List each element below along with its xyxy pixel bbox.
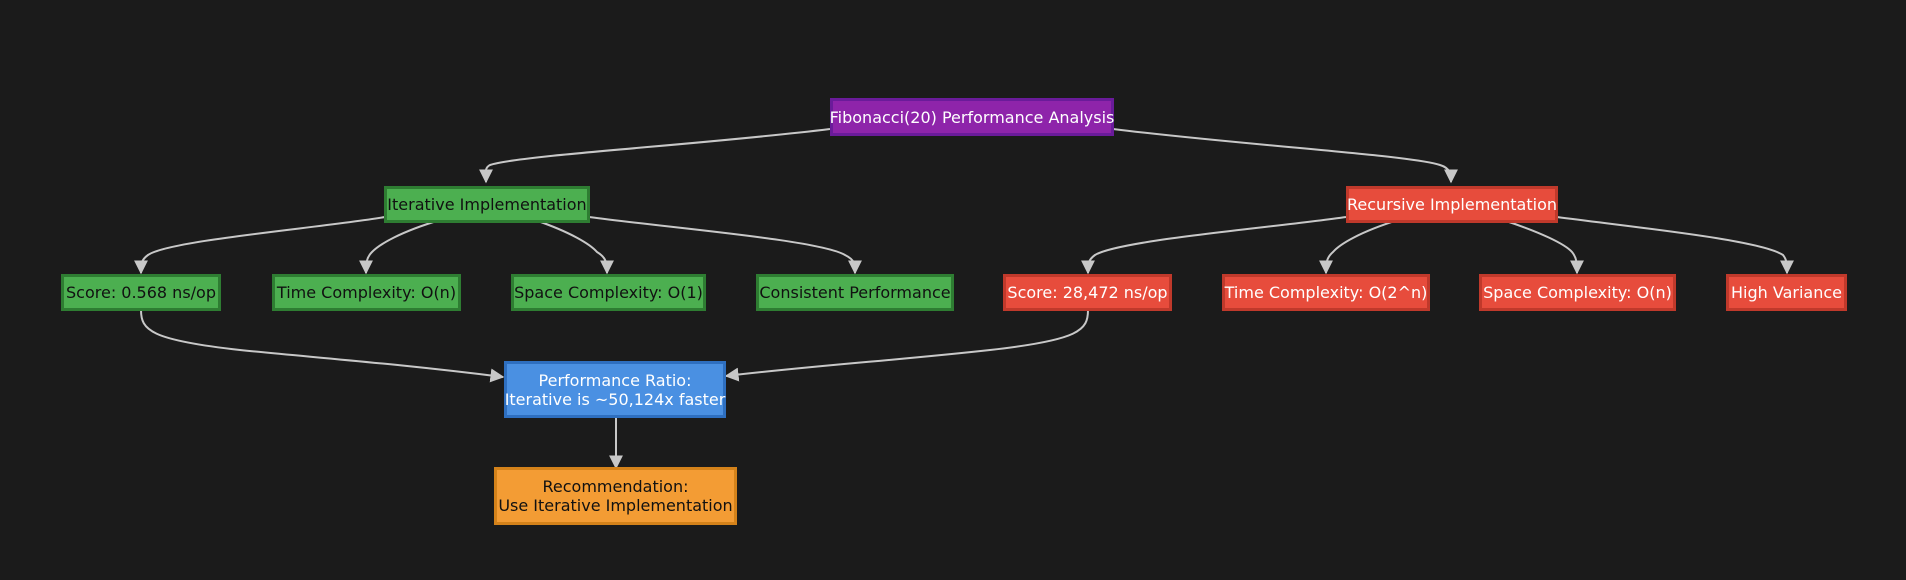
edge-root-to-iterative: [478, 128, 831, 184]
recursive-time-node: Time Complexity: O(2^n): [1222, 274, 1430, 311]
iterative-time-node: Time Complexity: O(n): [272, 274, 461, 311]
iterative-space-label: Space Complexity: O(1): [514, 283, 703, 302]
iterative-consistent-node: Consistent Performance: [756, 274, 954, 311]
recommendation-title: Recommendation:: [542, 477, 689, 496]
iterative-time-label: Time Complexity: O(n): [276, 283, 457, 302]
recursive-variance-node: High Variance: [1726, 274, 1847, 311]
recursive-score-label: Score: 28,472 ns/op: [1007, 283, 1168, 302]
root-node-label: Fibonacci(20) Performance Analysis: [829, 107, 1115, 127]
iterative-space-node: Space Complexity: O(1): [511, 274, 706, 311]
performance-ratio-node: Performance Ratio: Iterative is ~50,124x…: [504, 361, 726, 418]
recommendation-value: Use Iterative Implementation: [498, 496, 733, 515]
edge-recursive-score-to-ratio: [724, 309, 1089, 382]
iterative-node-label: Iterative Implementation: [387, 195, 587, 214]
edge-recursive-to-score: [1081, 216, 1347, 275]
iterative-node: Iterative Implementation: [384, 186, 590, 223]
iterative-score-node: Score: 0.568 ns/op: [61, 274, 221, 311]
root-node: Fibonacci(20) Performance Analysis: [830, 98, 1114, 136]
performance-ratio-title: Performance Ratio:: [538, 370, 692, 390]
edge-recursive-to-space: [1502, 219, 1584, 275]
edge-iterative-score-to-ratio: [140, 309, 505, 383]
edge-iterative-to-time: [359, 219, 441, 275]
edge-iterative-to-score: [134, 216, 386, 275]
edge-recursive-to-variance: [1556, 216, 1794, 275]
edge-iterative-to-space: [534, 219, 614, 275]
iterative-score-label: Score: 0.568 ns/op: [66, 283, 216, 302]
recursive-score-node: Score: 28,472 ns/op: [1003, 274, 1172, 311]
iterative-consistent-label: Consistent Performance: [759, 283, 951, 302]
recursive-node: Recursive Implementation: [1346, 186, 1558, 223]
edge-iterative-to-consistent: [588, 216, 862, 275]
recommendation-node: Recommendation: Use Iterative Implementa…: [494, 467, 737, 525]
recursive-node-label: Recursive Implementation: [1347, 195, 1557, 214]
edge-root-to-recursive: [1112, 128, 1458, 184]
recursive-space-node: Space Complexity: O(n): [1479, 274, 1676, 311]
recursive-space-label: Space Complexity: O(n): [1483, 283, 1672, 302]
performance-ratio-value: Iterative is ~50,124x faster: [504, 389, 726, 409]
recursive-time-label: Time Complexity: O(2^n): [1224, 283, 1428, 302]
recursive-variance-label: High Variance: [1731, 283, 1842, 302]
edge-recursive-to-time: [1319, 219, 1399, 275]
